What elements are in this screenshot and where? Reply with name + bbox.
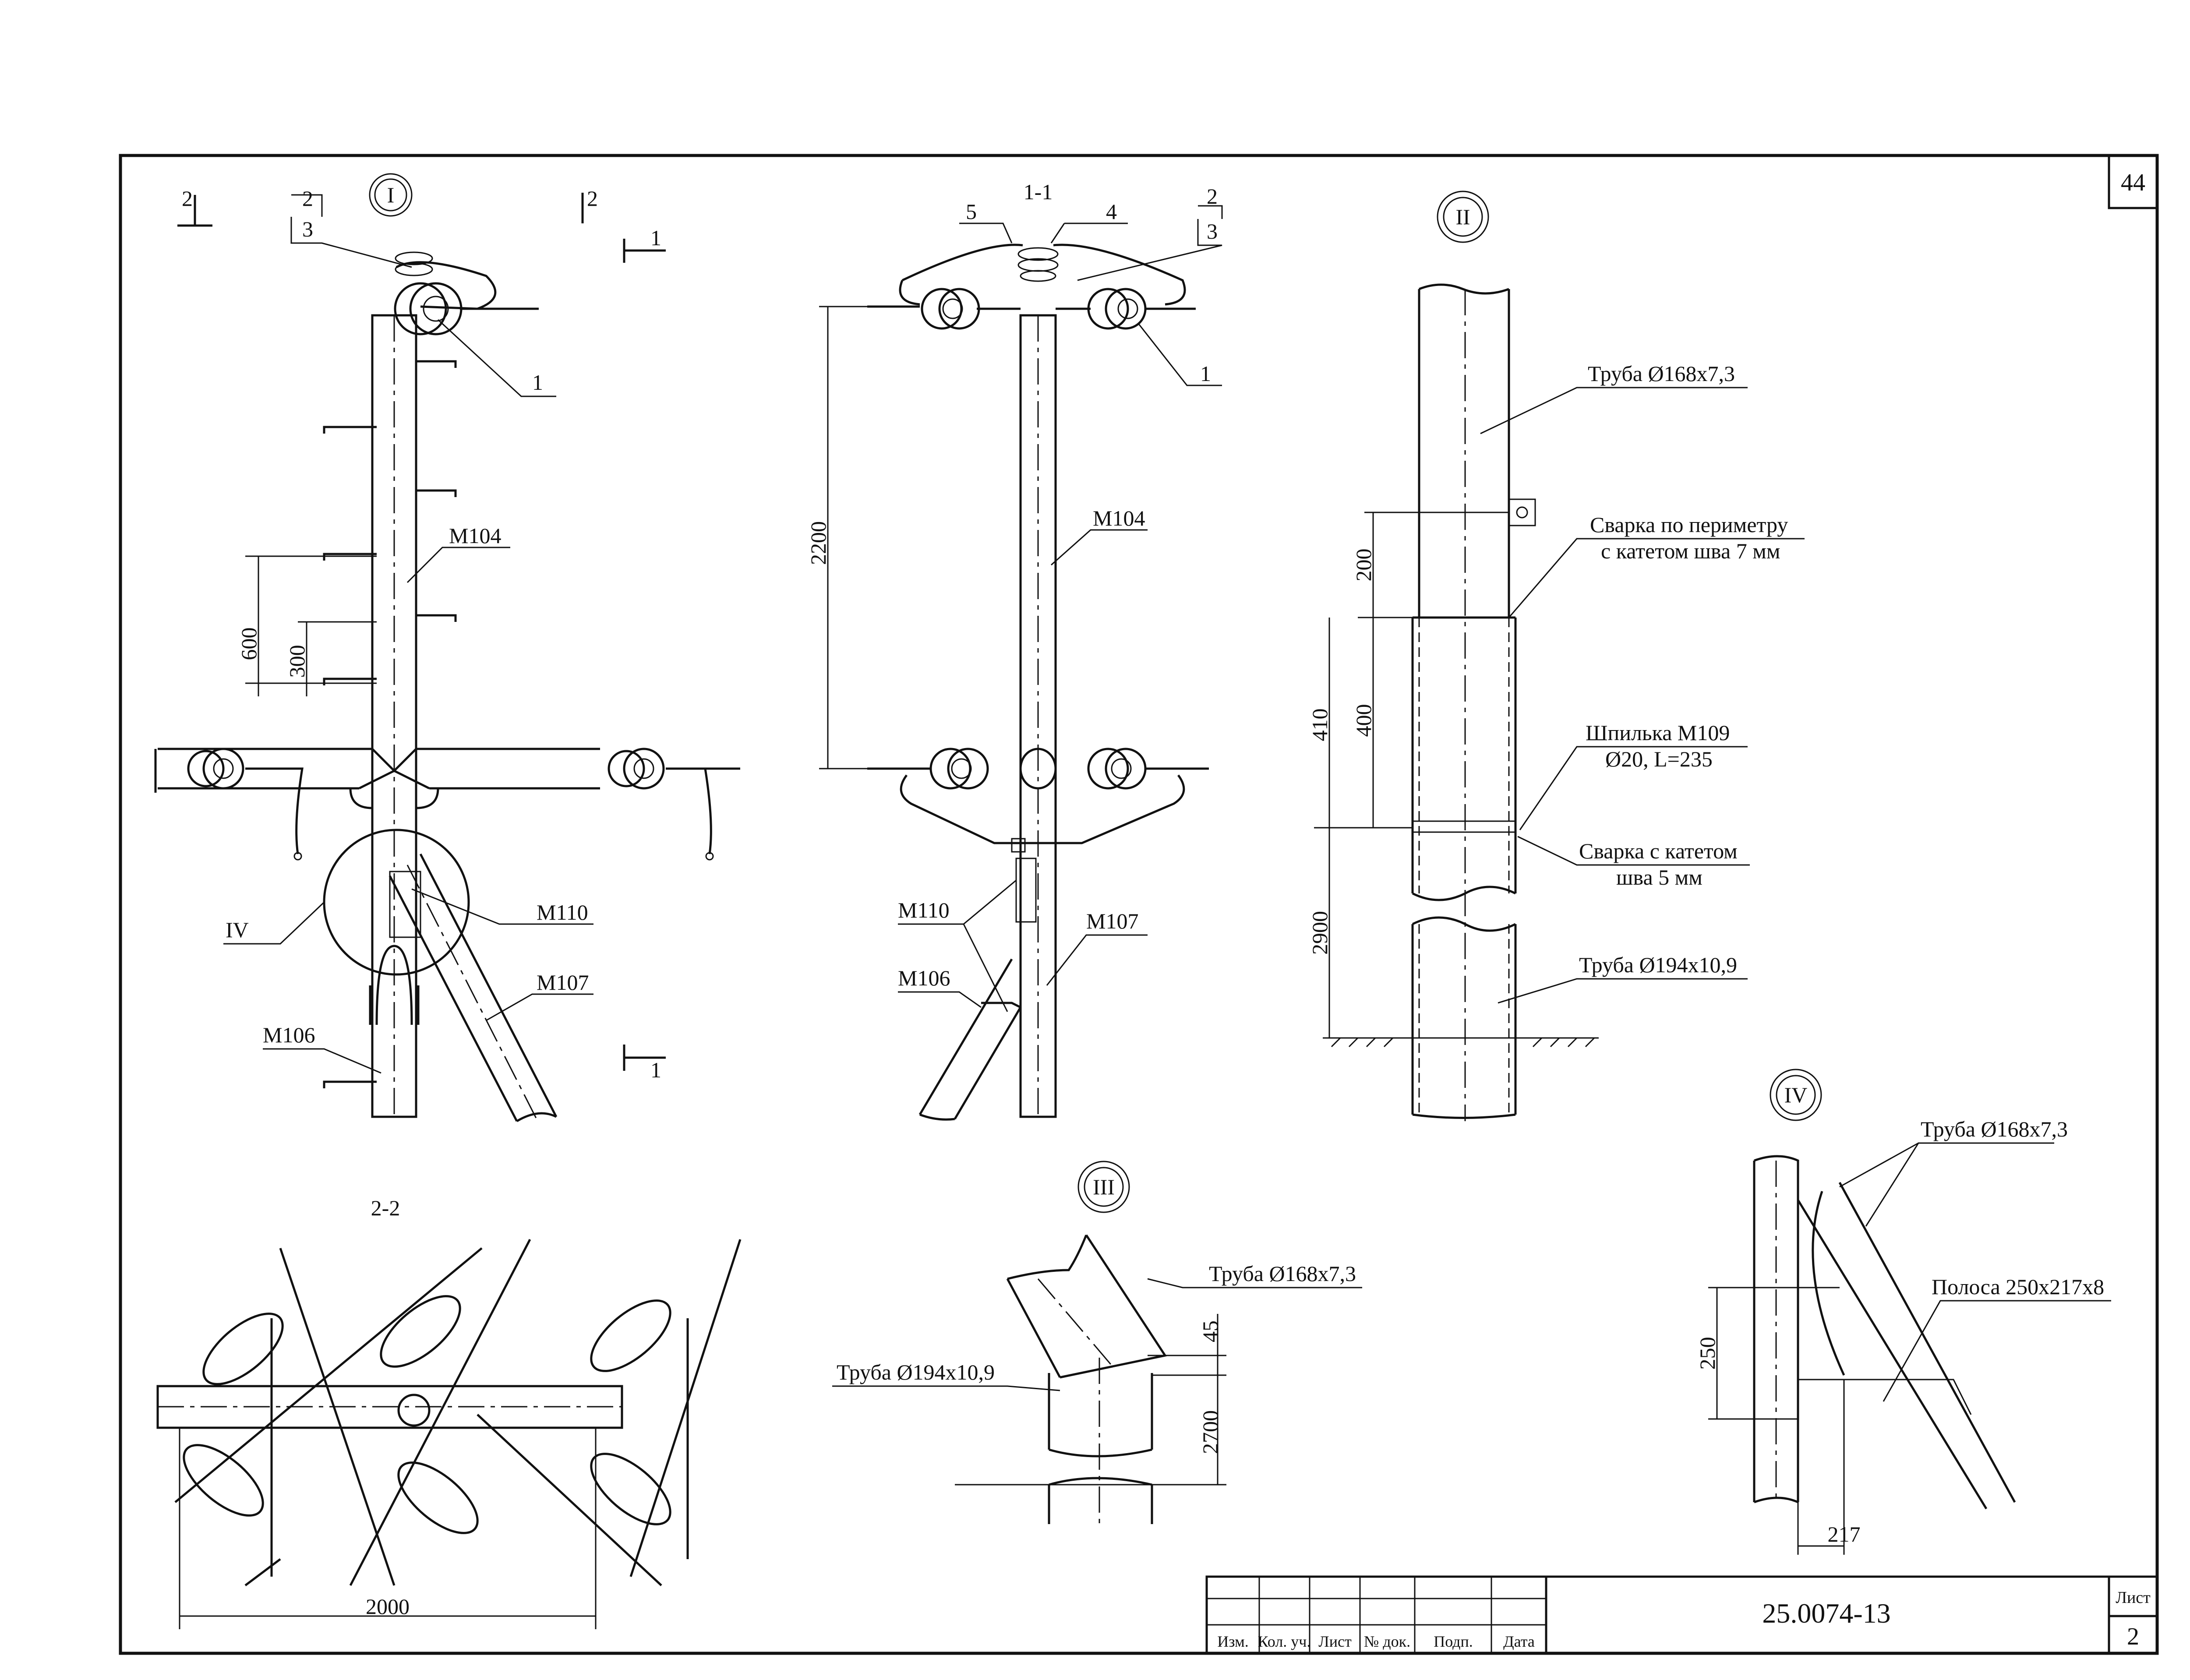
sheet-label: Лист [2116,1588,2151,1607]
cut-2-left: 2 [182,186,193,211]
label-m110-s11: М110 [898,898,950,922]
pos-2: 2 [302,186,313,211]
dim-410: 410 [1307,709,1332,741]
label-m107-s11: М107 [1086,909,1138,933]
dim-300: 300 [285,645,309,678]
dim-2900: 2900 [1307,911,1332,955]
label-pipe-top-ii: Труба Ø168x7,3 [1588,361,1735,386]
col-podp: Подп. [1434,1633,1473,1650]
view-ii: II 200 410 400 2900 Труба Ø168x7,3 Сварк… [1307,191,1805,1121]
section-2-2: 2-2 2000 [156,1196,742,1629]
view-i-marker-outer [369,173,413,217]
pos-2-s11: 2 [1207,184,1218,208]
label-plate-iv: Полоса 250x217x8 [1932,1274,2104,1299]
title-block: Изм. Кол. уч. Лист № док. Подп. Дата 25.… [1205,1575,2158,1655]
section-2-2-title: 2-2 [371,1196,400,1220]
label-pipe-bottom-iii: Труба Ø194x10,9 [837,1360,995,1384]
label-m106-s11: М106 [898,966,950,990]
sheet-value: 2 [2127,1623,2139,1650]
detail-iv-label: IV [226,918,249,942]
dim-217: 217 [1828,1522,1861,1546]
label-m106: М106 [263,1023,315,1047]
col-list: Лист [1318,1633,1352,1650]
cut-2-right: 2 [587,186,598,211]
view-i-marker: I [387,183,395,207]
pos-3: 3 [302,217,313,241]
label-pipe-bottom-ii: Труба Ø194x10,9 [1579,953,1737,977]
view-iii-marker: III [1093,1175,1115,1199]
drawing-frame [119,154,2159,1655]
pos-1: 1 [532,370,543,395]
view-ii-marker: II [1455,205,1470,229]
col-data: Дата [1503,1633,1535,1650]
doc-number: 25.0074-13 [1762,1598,1890,1629]
view-iv: IV 250 217 Труба Ø168x7,3 Полоса 250x217… [1695,1069,2111,1555]
dim-45: 45 [1198,1320,1222,1342]
col-n-dok: № док. [1364,1633,1410,1650]
label-m110: М110 [537,900,588,925]
label-m104: М104 [449,523,501,548]
label-stud-1: Шпилька М109 [1586,720,1730,745]
label-pipe-top-iii: Труба Ø168x7,3 [1209,1261,1356,1286]
col-kol-uch: Кол. уч. [1258,1633,1311,1650]
dim-2000: 2000 [366,1594,410,1619]
pos-5: 5 [966,199,977,224]
label-m104-s11: М104 [1093,506,1145,530]
pos-1-s11: 1 [1200,361,1211,386]
label-weld-2: Сварка с катетом [1579,839,1738,863]
label-stud-2: Ø20, L=235 [1605,747,1713,771]
dim-200: 200 [1351,549,1376,582]
dim-2200: 2200 [806,521,830,565]
section-1-1: 1-1 5 4 2 3 1 2200 М104 [806,180,1223,1121]
label-weld-1: Сварка по периметру [1590,512,1788,537]
pos-3-s11: 3 [1207,219,1218,244]
dim-600: 600 [237,628,261,660]
label-m107: М107 [537,970,589,995]
label-weld-1b: с катетом шва 7 мм [1601,539,1780,563]
label-pipe-iv: Труба Ø168x7,3 [1921,1117,2068,1141]
label-weld-2b: шва 5 мм [1616,865,1703,889]
cut-1-top: 1 [650,226,661,250]
view-iv-marker: IV [1784,1083,1808,1107]
sheet-number: 44 [2121,169,2145,196]
view-iii: III Труба Ø168x7,3 Труба Ø194x10,9 45 27… [832,1161,1362,1524]
section-1-1-title: 1-1 [1024,180,1053,204]
sheet-number-box [2108,154,2158,209]
pos-4: 4 [1106,199,1117,224]
col-izm: Изм. [1217,1633,1249,1650]
cut-1-bottom: 1 [650,1058,661,1082]
view-i: I 2 2 1 1 2 3 1 600 300 [154,173,740,1122]
dim-400: 400 [1351,704,1376,737]
dim-250: 250 [1695,1337,1720,1370]
dim-2700: 2700 [1198,1410,1222,1454]
